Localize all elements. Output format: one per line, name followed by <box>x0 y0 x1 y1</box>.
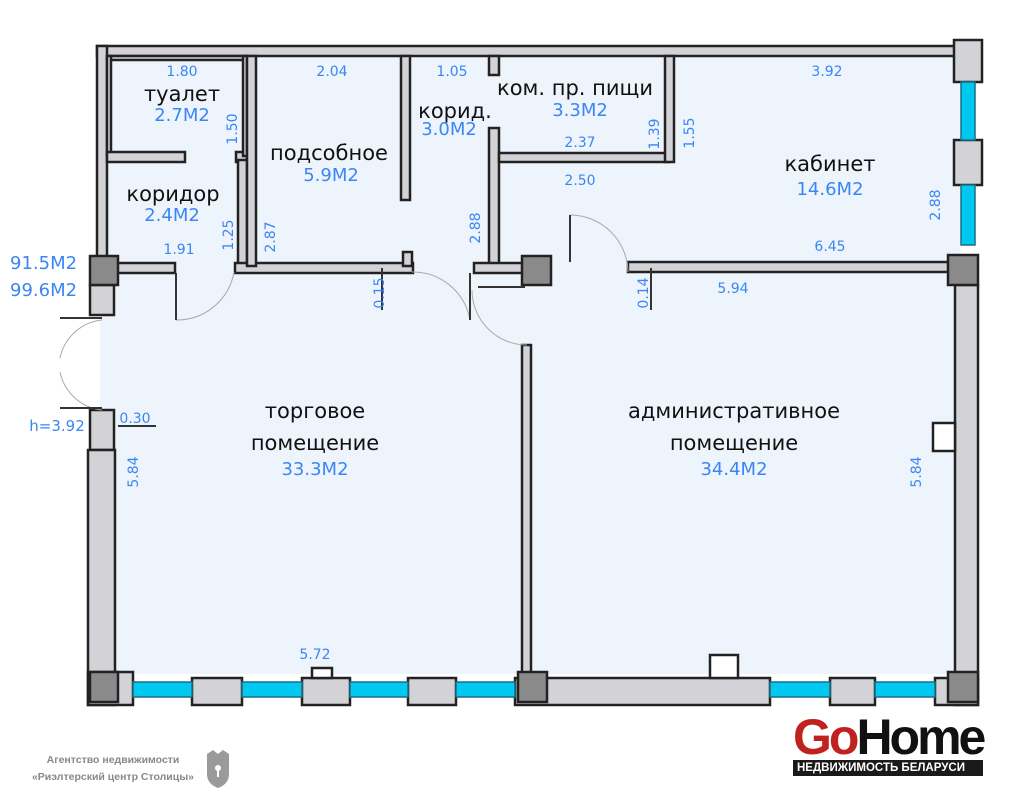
logo-go: Go <box>793 709 859 765</box>
agency-shield-icon <box>207 750 229 788</box>
agency-name: Агентство недвижимости «Риэлтерский цент… <box>28 755 198 782</box>
room-corridor-name: коридор <box>126 182 220 206</box>
agency-line-2: «Риэлтерский центр Столицы» <box>31 770 195 783</box>
logo-tagline: НЕДВИЖИМОСТЬ БЕЛАРУСИ <box>793 760 984 776</box>
dim-admin-height: 5.84 <box>909 456 925 488</box>
dim-step-1: 0.15 <box>372 277 388 309</box>
room-korid-name: корид. <box>418 99 492 123</box>
dim-office-height: 2.88 <box>928 189 944 221</box>
total-area-living: 91.5М2 <box>10 253 78 274</box>
dim-korid-width: 1.05 <box>436 64 468 80</box>
windows <box>132 81 976 698</box>
dim-admin-width: 5.94 <box>717 281 749 297</box>
logo-home: Home <box>856 709 986 765</box>
room-utility-name: подсобное <box>270 141 388 165</box>
room-retail-name2: помещение <box>250 431 380 455</box>
ceiling-height: h=3.92 <box>29 417 85 435</box>
room-retail-area: 33.3М2 <box>281 459 349 480</box>
room-utility-area: 5.9М2 <box>303 165 359 186</box>
dim-korid-height: 2.88 <box>468 212 484 244</box>
dim-retail-step: 0.30 <box>119 411 151 427</box>
agency-line-1: Агентство недвижимости <box>46 754 180 766</box>
dim-utility-height: 2.87 <box>263 221 279 253</box>
room-admin-name: административное <box>628 399 840 423</box>
room-toilet-name: туалет <box>143 82 221 106</box>
room-admin-area: 34.4М2 <box>700 459 768 480</box>
columns <box>88 253 980 704</box>
door-leaves <box>60 215 652 427</box>
dim-retail-height: 5.84 <box>126 456 142 488</box>
dim-toilet-height: 1.50 <box>225 113 241 145</box>
dim-office-side: 1.55 <box>682 117 698 149</box>
room-admin-name2: помещение <box>669 431 799 455</box>
room-retail-name: торговое <box>264 399 366 423</box>
floor-area <box>105 54 960 674</box>
dim-office-mid: 2.50 <box>564 173 596 189</box>
dim-utility-width: 2.04 <box>316 64 348 80</box>
dim-office-bottom: 6.45 <box>814 239 846 255</box>
dim-corridor-width: 1.91 <box>163 242 195 258</box>
room-office-area: 14.6М2 <box>796 179 864 200</box>
dim-toilet-width: 1.80 <box>166 64 198 80</box>
room-toilet-area: 2.7М2 <box>154 105 210 126</box>
room-food-area: 3.3М2 <box>552 100 608 121</box>
dim-corridor-height: 1.25 <box>221 219 237 251</box>
dim-step-2: 0.14 <box>636 277 652 309</box>
dim-retail-width: 5.72 <box>299 647 331 663</box>
room-office-name: кабинет <box>784 152 876 176</box>
walls <box>86 38 984 707</box>
dim-food-height: 1.39 <box>647 118 663 150</box>
dim-food-width: 2.37 <box>564 135 596 151</box>
gohome-logo: GoHome НЕДВИЖИМОСТЬ БЕЛАРУСИ <box>793 709 986 776</box>
room-corridor-area: 2.4М2 <box>144 205 200 226</box>
room-food-name: ком. пр. пищи <box>497 76 653 100</box>
total-area: 99.6М2 <box>10 280 78 301</box>
room-korid-area: 3.0М2 <box>421 119 477 140</box>
dim-office-top: 3.92 <box>811 64 843 80</box>
